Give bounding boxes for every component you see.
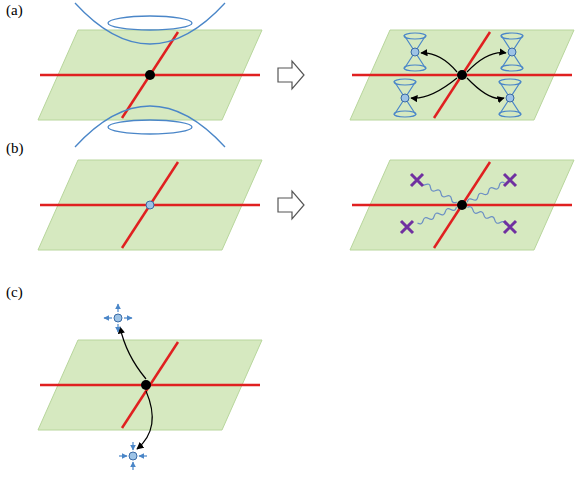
panel-label: (b) (6, 140, 24, 157)
panel-label: (c) (6, 284, 23, 301)
panel-label: (a) (6, 2, 23, 19)
